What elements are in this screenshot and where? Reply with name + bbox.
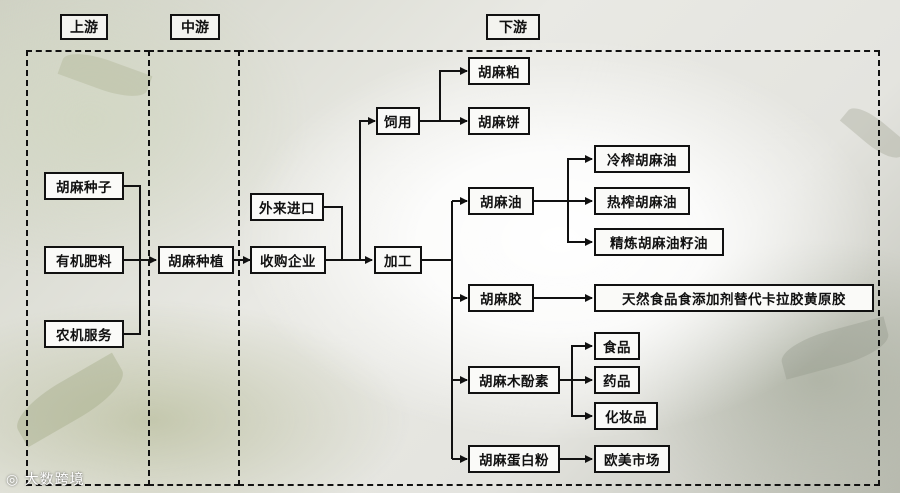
- node-fertilizer-label: 有机肥料: [56, 254, 112, 270]
- node-purchase-label: 收购企业: [260, 254, 316, 270]
- connector-feed-meal: [420, 67, 468, 122]
- downstream-frame: [238, 50, 880, 486]
- node-cake: 胡麻饼: [468, 107, 530, 135]
- node-protein: 胡麻蛋白粉: [468, 445, 560, 473]
- node-refined-oil: 精炼胡麻油籽油: [594, 228, 724, 256]
- node-cake-label: 胡麻饼: [478, 115, 520, 131]
- node-eu-us-market: 欧美市场: [594, 445, 670, 473]
- watermark: ◎ 大数跨境: [6, 469, 85, 489]
- node-gum: 胡麻胶: [468, 284, 534, 312]
- downstream-header: 下游: [486, 14, 540, 40]
- node-planting: 胡麻种植: [158, 246, 234, 274]
- node-meal-label: 胡麻粕: [478, 65, 520, 81]
- node-cold-oil-label: 冷榨胡麻油: [607, 153, 677, 169]
- watermark-text: 大数跨境: [24, 472, 85, 488]
- upstream-label: 上游: [70, 20, 98, 36]
- node-protein-label: 胡麻蛋白粉: [479, 453, 549, 469]
- node-processing-label: 加工: [384, 254, 412, 270]
- node-feed-label: 饲用: [384, 115, 412, 131]
- node-cold-oil: 冷榨胡麻油: [594, 145, 690, 173]
- node-gum-use: 天然食品食添加剂替代卡拉胶黄原胶: [594, 284, 874, 312]
- node-seeds-label: 胡麻种子: [56, 180, 112, 196]
- node-planting-label: 胡麻种植: [168, 254, 224, 270]
- node-gum-label: 胡麻胶: [480, 292, 522, 308]
- node-import: 外来进口: [250, 193, 324, 221]
- downstream-label: 下游: [499, 20, 527, 36]
- node-cosmetics-label: 化妆品: [605, 410, 647, 426]
- midstream-label: 中游: [181, 20, 209, 36]
- node-medicine-label: 药品: [603, 374, 631, 390]
- watermark-logo-icon: ◎: [6, 472, 25, 488]
- connector-feed: [359, 117, 376, 260]
- node-oil-label: 胡麻油: [480, 195, 522, 211]
- node-hot-oil-label: 热榨胡麻油: [607, 195, 677, 211]
- connector-oil-refined: [567, 201, 593, 246]
- node-feed: 饲用: [376, 107, 420, 135]
- node-agri-service: 农机服务: [44, 320, 124, 348]
- connector-processing-spine: [422, 201, 453, 261]
- node-refined-oil-label: 精炼胡麻油籽油: [610, 236, 708, 252]
- node-medicine: 药品: [594, 366, 640, 394]
- node-meal: 胡麻粕: [468, 57, 530, 85]
- node-eu-us-market-label: 欧美市场: [604, 453, 660, 469]
- node-lignan: 胡麻木酚素: [468, 366, 560, 394]
- connector-lignan-cosmetics: [571, 380, 593, 420]
- upstream-header: 上游: [60, 14, 108, 40]
- node-seeds: 胡麻种子: [44, 172, 124, 200]
- connector-lignan-branches: [560, 342, 593, 381]
- node-food-label: 食品: [603, 340, 631, 356]
- node-oil: 胡麻油: [468, 187, 534, 215]
- connector-upstream: [124, 185, 156, 335]
- node-gum-use-label: 天然食品食添加剂替代卡拉胶黄原胶: [622, 292, 846, 308]
- node-hot-oil: 热榨胡麻油: [594, 187, 690, 215]
- connector-import: [324, 206, 343, 260]
- midstream-header: 中游: [170, 14, 220, 40]
- node-food: 食品: [594, 332, 640, 360]
- connector-oil-branches: [534, 155, 593, 202]
- node-agri-service-label: 农机服务: [56, 328, 112, 344]
- node-processing: 加工: [374, 246, 422, 274]
- node-import-label: 外来进口: [259, 201, 315, 217]
- node-fertilizer: 有机肥料: [44, 246, 124, 274]
- node-purchase: 收购企业: [250, 246, 326, 274]
- node-lignan-label: 胡麻木酚素: [479, 374, 549, 390]
- node-cosmetics: 化妆品: [594, 402, 658, 430]
